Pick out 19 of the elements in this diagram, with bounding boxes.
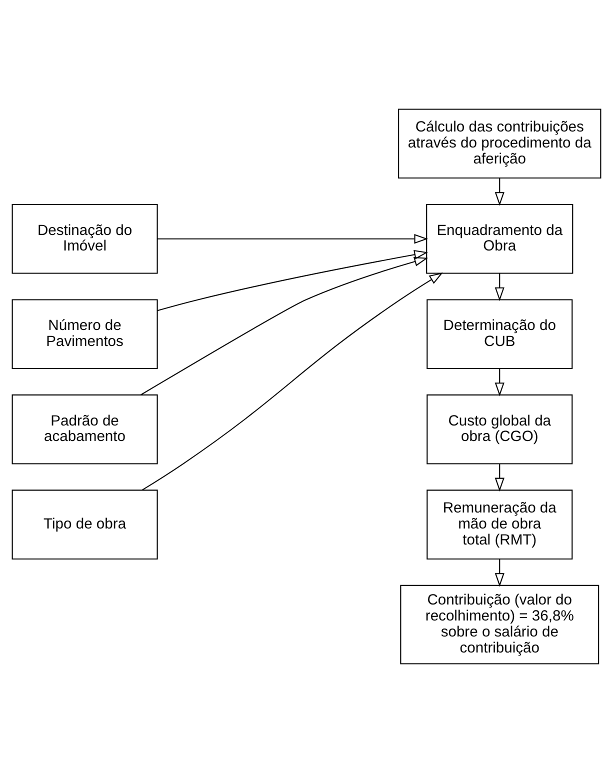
arrow [494, 178, 504, 206]
arrow [157, 234, 428, 244]
node-box: Padrão de acabamento [12, 394, 158, 464]
node-box: Determinação do CUB [426, 299, 573, 370]
arrow [140, 256, 428, 396]
arrow [494, 368, 504, 396]
node-box: Contribuição (valor do recolhimento) = 36,8% sobre o salário de contribuição [400, 584, 600, 664]
arrow [494, 559, 504, 587]
node-box: Tipo de obra [12, 490, 158, 560]
node-box: Destinação do Imóvel [12, 204, 158, 274]
node-box: Cálculo das contribuições através do procedimento da aferição [398, 108, 602, 179]
arrow [494, 274, 504, 302]
node-box: Remuneração da mão de obra total (RMT) [426, 490, 573, 560]
node-box: Custo global da obra (CGO) [426, 394, 573, 464]
node-box: Número de Pavimentos [12, 299, 158, 370]
node-box: Enquadramento da Obra [426, 204, 574, 274]
arrow [142, 272, 443, 490]
arrow [494, 464, 504, 492]
arrow [157, 250, 428, 312]
